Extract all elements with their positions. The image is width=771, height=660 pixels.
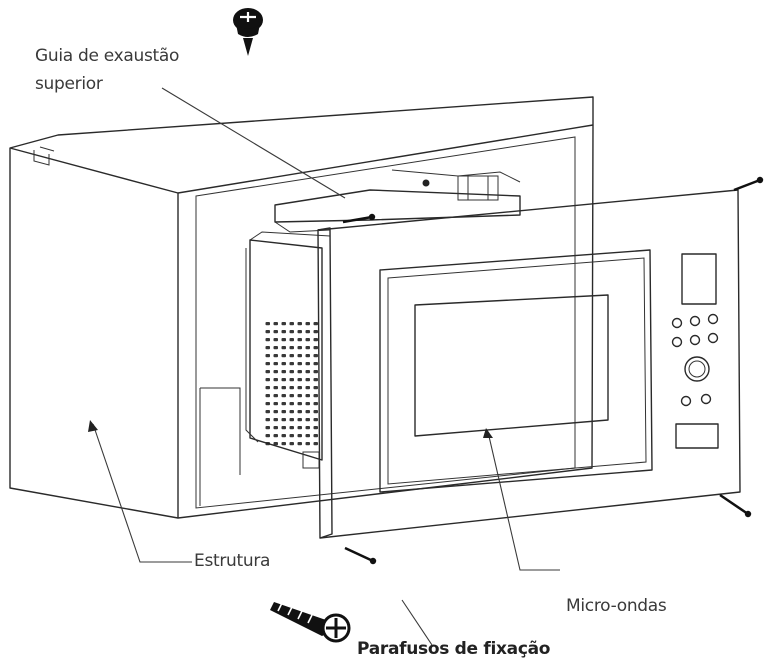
label-exhaust-guide-line2: superior: [35, 74, 103, 94]
screw-icon: [233, 8, 263, 56]
leader-lines: [88, 87, 560, 646]
label-exhaust-guide-line1: Guia de exaustão: [35, 46, 180, 66]
arrowhead-icon: [88, 420, 98, 432]
front-frame: [317, 189, 741, 539]
label-structure: Estrutura: [194, 551, 271, 571]
button-grid: [671, 313, 719, 348]
cabinet: [9, 96, 594, 519]
label-microwave: Micro-ondas: [566, 596, 667, 616]
label-fixing-screws: Parafusos de fixação: [357, 639, 551, 659]
frame-screws: [342, 176, 764, 565]
upper-exhaust-guide: [274, 169, 521, 233]
control-knob-icon: [684, 356, 710, 382]
microwave-body: [245, 231, 331, 469]
arrowhead-icon: [483, 428, 493, 438]
wood-screw-icon: [270, 602, 351, 643]
